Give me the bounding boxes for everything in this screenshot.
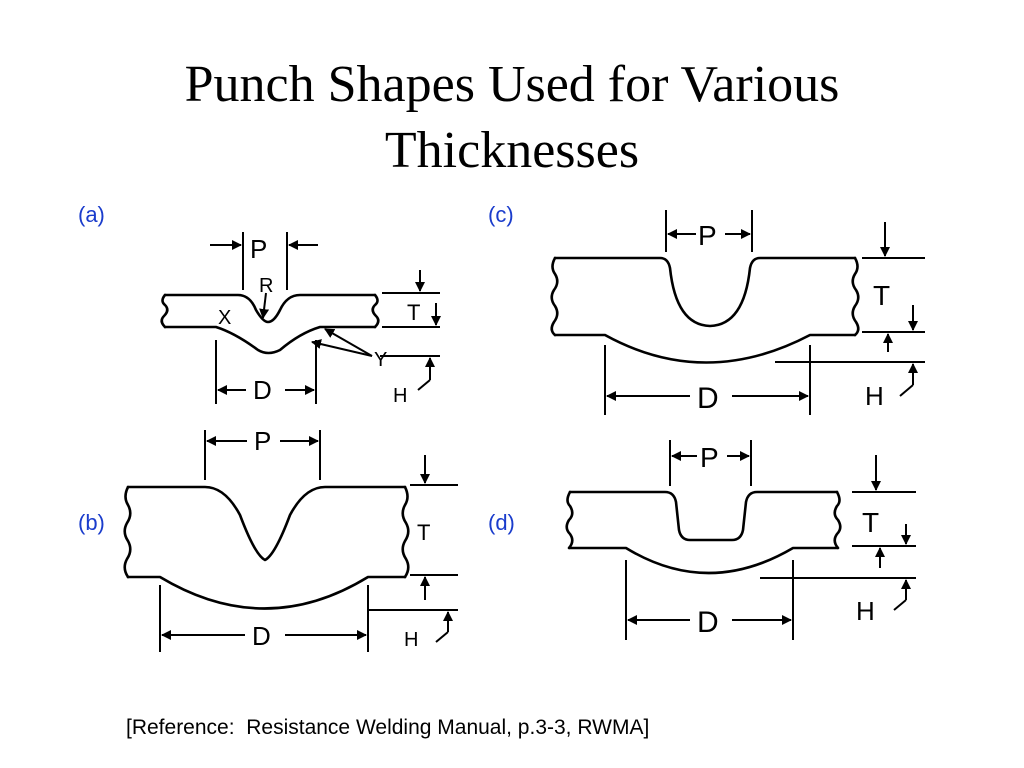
label-a-p: P	[250, 234, 267, 264]
plate-c-top	[553, 256, 857, 328]
plate-c-left-break	[550, 256, 559, 337]
panel-label-b: (b)	[78, 510, 105, 535]
plate-c-bottom	[553, 333, 857, 364]
plate-a-bottom	[163, 325, 377, 355]
label-c-t: T	[873, 280, 890, 311]
reference-citation: [Reference: Resistance Welding Manual, p…	[126, 716, 650, 739]
plate-b-top	[126, 485, 407, 562]
punch-diagram-d: P T H D	[565, 440, 916, 640]
punch-diagram-a: P R X Y T H D	[160, 232, 441, 407]
title-line-2: Thicknesses	[384, 122, 640, 179]
label-d-h: H	[856, 596, 875, 626]
label-a-t: T	[407, 300, 420, 325]
label-d-d: D	[697, 606, 719, 639]
slide-title: Punch Shapes Used for Various Thicknesse…	[0, 52, 1024, 184]
plate-b-right-break	[401, 485, 410, 579]
plate-b-bottom	[126, 575, 407, 610]
punch-diagram-b: P T H D	[123, 426, 458, 652]
plate-a-top	[163, 293, 377, 324]
label-a-x: X	[218, 307, 231, 329]
label-a-r: R	[259, 275, 273, 297]
label-b-h: H	[404, 629, 418, 651]
label-d-t: T	[862, 507, 879, 538]
punch-diagram-c: P T H D	[550, 210, 925, 415]
plate-a-left-break	[160, 293, 169, 329]
plate-a-right-break	[371, 293, 380, 329]
panel-label-a: (a)	[78, 202, 105, 227]
label-b-t: T	[417, 520, 430, 545]
label-a-h: H	[393, 385, 407, 407]
plate-d-bottom	[568, 546, 839, 575]
label-b-p: P	[254, 426, 271, 456]
plate-d-left-break	[565, 490, 574, 550]
plate-d-top	[568, 490, 839, 542]
panel-label-d: (d)	[488, 510, 515, 535]
label-a-d: D	[253, 375, 272, 405]
label-b-d: D	[252, 621, 271, 651]
label-a-y: Y	[374, 349, 387, 371]
title-line-1: Punch Shapes Used for Various	[184, 56, 840, 113]
label-c-h: H	[865, 381, 884, 411]
plate-c-right-break	[851, 256, 860, 337]
panel-label-c: (c)	[488, 202, 514, 227]
plate-b-left-break	[123, 485, 132, 579]
label-d-p: P	[700, 442, 719, 473]
label-c-p: P	[698, 220, 717, 251]
plate-d-right-break	[833, 490, 842, 550]
label-c-d: D	[697, 382, 719, 415]
